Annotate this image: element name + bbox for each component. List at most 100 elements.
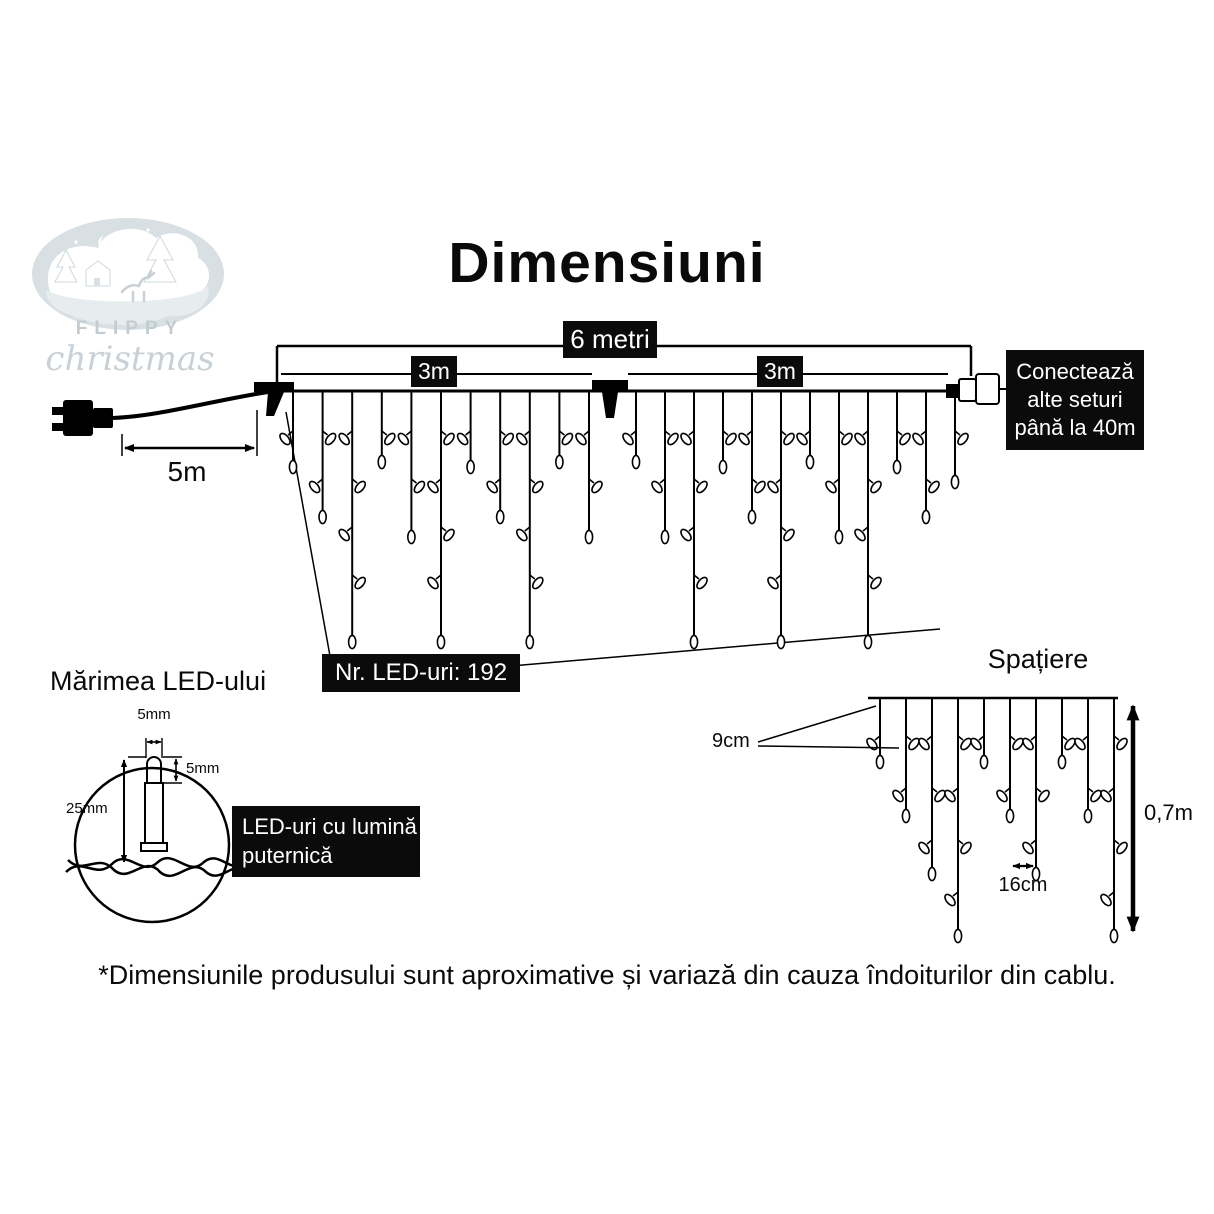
led-bulb bbox=[892, 787, 907, 803]
led-bulb bbox=[584, 529, 594, 545]
house-icon bbox=[85, 260, 111, 287]
led-bulb bbox=[588, 478, 603, 494]
led-count-text: Nr. LED-uri: 192 bbox=[335, 659, 508, 686]
led-bulb bbox=[499, 430, 515, 446]
led-bulb bbox=[515, 526, 531, 542]
led-bulb bbox=[486, 478, 501, 494]
wire-clip-left bbox=[254, 382, 294, 392]
led-bulb bbox=[918, 735, 933, 751]
bulb-length-label: 25mm bbox=[66, 800, 108, 817]
led-size-detail bbox=[65, 738, 243, 924]
led-bulb bbox=[440, 430, 455, 446]
led-bulb bbox=[575, 430, 590, 446]
led-bulb bbox=[427, 574, 442, 590]
icicle-strand bbox=[918, 698, 946, 882]
led-bulb bbox=[318, 509, 327, 525]
vertical-spacing-label: 9cm bbox=[712, 730, 750, 752]
twisted-wire bbox=[67, 859, 243, 878]
led-bulb bbox=[944, 891, 959, 907]
led-bulb bbox=[322, 430, 337, 446]
led-bulb bbox=[381, 430, 396, 446]
plug-prong bbox=[52, 407, 63, 415]
led-bulb bbox=[896, 430, 911, 446]
led-bulb bbox=[427, 478, 442, 494]
led-bulb bbox=[863, 634, 873, 650]
icicle-strand bbox=[825, 391, 853, 545]
led-count-leader bbox=[487, 628, 941, 669]
icicle-strand bbox=[651, 391, 679, 545]
led-bulb bbox=[410, 478, 426, 494]
led-bulb bbox=[1057, 754, 1067, 770]
page-title: Dimensiuni bbox=[448, 231, 766, 295]
led-bulb bbox=[288, 459, 298, 475]
led-bulb bbox=[805, 454, 815, 470]
plug-adapter bbox=[93, 408, 113, 428]
led-bulb bbox=[1009, 735, 1024, 751]
icicle-strand bbox=[944, 698, 972, 944]
led-bulb bbox=[718, 459, 728, 475]
icicle-strand bbox=[970, 698, 989, 770]
led-bulb bbox=[406, 529, 416, 545]
icicle-strand bbox=[308, 391, 337, 525]
led-bulb bbox=[1109, 928, 1119, 944]
led-note-label: LED-uri cu lumină puternică bbox=[232, 806, 420, 878]
led-bulb-collar bbox=[140, 842, 168, 852]
led-bulb bbox=[693, 478, 708, 494]
icicle-strand bbox=[796, 391, 815, 470]
led-bulb bbox=[780, 526, 795, 542]
icicle-strand bbox=[427, 391, 455, 650]
brand-name: FLIPPY bbox=[76, 318, 185, 339]
led-bulb bbox=[834, 529, 844, 545]
segment-left-label: 3m bbox=[411, 356, 457, 387]
led-bulb bbox=[1100, 787, 1115, 803]
connect-note-label: Conectează alte seturi până la 40m bbox=[1006, 350, 1144, 450]
horizontal-spacing-label: 16cm bbox=[998, 874, 1048, 896]
led-bulb bbox=[927, 866, 937, 882]
icicle-strand bbox=[738, 391, 766, 525]
led-bulb bbox=[1005, 808, 1015, 824]
led-bulb bbox=[351, 574, 367, 590]
total-length-label: 6 metri bbox=[563, 321, 657, 358]
led-bulb bbox=[529, 478, 544, 494]
vertical-spacing-leader bbox=[757, 705, 877, 743]
led-bulb bbox=[925, 478, 940, 494]
led-bulb bbox=[1074, 735, 1089, 751]
led-bulb bbox=[279, 430, 294, 446]
led-bulb bbox=[957, 839, 972, 855]
led-bulb bbox=[954, 430, 969, 446]
led-bulb bbox=[901, 808, 911, 824]
led-bulb bbox=[660, 529, 670, 545]
led-bulb bbox=[466, 459, 475, 475]
icicle-strand bbox=[486, 391, 515, 525]
led-bulb bbox=[970, 735, 985, 751]
led-bulb bbox=[440, 526, 455, 542]
icicle-strand bbox=[680, 391, 708, 650]
led-bulb bbox=[854, 430, 869, 446]
led-bulb bbox=[680, 526, 695, 542]
icicle-strand bbox=[1022, 698, 1050, 882]
led-bulb bbox=[689, 634, 699, 650]
end-connector-nub bbox=[946, 384, 959, 398]
led-bulb bbox=[338, 526, 353, 542]
led-bulb bbox=[555, 454, 564, 470]
led-bulb bbox=[854, 526, 869, 542]
brand-logo: FLIPPY christmas bbox=[32, 218, 224, 379]
led-bulb bbox=[1035, 787, 1050, 803]
led-bulb bbox=[892, 459, 902, 475]
led-bulb bbox=[456, 430, 472, 446]
led-bulb bbox=[436, 634, 446, 650]
led-bulb bbox=[950, 474, 960, 490]
led-bulb bbox=[957, 735, 972, 751]
footnote: *Dimensiunile produsului sunt aproximati… bbox=[98, 960, 1116, 990]
twisted-wire bbox=[65, 856, 241, 873]
end-connector-male bbox=[958, 378, 977, 402]
icicle-strand bbox=[912, 391, 940, 525]
led-bulb bbox=[351, 478, 367, 494]
led-bulb bbox=[825, 478, 840, 494]
icicle-strand bbox=[996, 698, 1024, 824]
led-bulb bbox=[838, 430, 853, 446]
icicle-strand bbox=[515, 391, 544, 650]
led-bulb bbox=[931, 787, 946, 803]
vertical-spacing-leader bbox=[757, 745, 900, 749]
